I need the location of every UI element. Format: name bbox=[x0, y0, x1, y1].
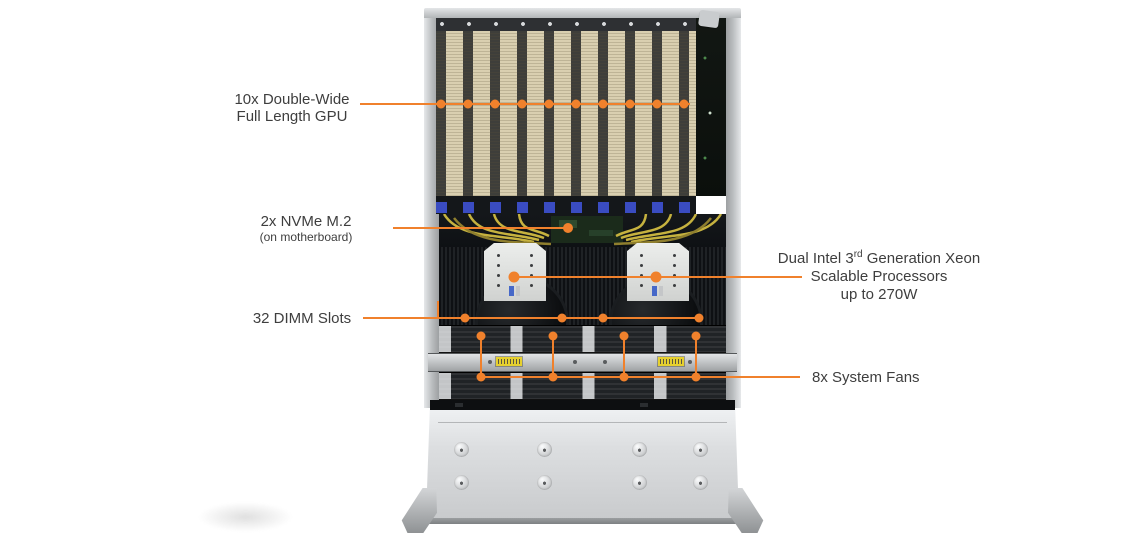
yellow-cables-right bbox=[613, 214, 723, 246]
callout-cpu-line2: Scalable Processors bbox=[810, 268, 948, 285]
bar-screw bbox=[688, 360, 692, 364]
panel-screw bbox=[693, 475, 708, 490]
callout-gpu-line1: 10x Double-Wide bbox=[234, 91, 350, 108]
warning-sticker bbox=[496, 357, 522, 366]
bar-screw bbox=[488, 360, 492, 364]
pcb-detail bbox=[589, 230, 613, 236]
chassis-bottom-edge bbox=[426, 518, 739, 524]
shroud-label bbox=[652, 286, 657, 296]
callout-nvme-line1: 2x NVMe M.2 bbox=[260, 213, 352, 230]
chassis-bottom-panel bbox=[426, 410, 739, 518]
shroud-vents bbox=[673, 254, 676, 287]
fan-row-top bbox=[439, 325, 726, 353]
callout-cpu-line1: Dual Intel 3rd Generation Xeon bbox=[777, 249, 981, 268]
chassis-divider bbox=[430, 400, 735, 410]
corner-bracket bbox=[697, 9, 721, 29]
warning-sticker bbox=[658, 357, 684, 366]
callout-fans-line1: 8x System Fans bbox=[812, 369, 920, 386]
gpu-power-connector-row bbox=[436, 196, 696, 214]
power-cable-area bbox=[439, 214, 726, 247]
shroud-vents bbox=[497, 254, 500, 287]
callout-gpu-label: 10x Double-Wide Full Length GPU bbox=[212, 91, 372, 125]
pcb-detail bbox=[559, 220, 577, 228]
yellow-cables-left bbox=[442, 214, 552, 246]
gpu-array bbox=[436, 18, 696, 196]
chassis-foot-left bbox=[401, 488, 437, 533]
callout-nvme-line2: (on motherboard) bbox=[259, 230, 353, 244]
callout-dimm-label: 32 DIMM Slots bbox=[232, 310, 372, 327]
fan-row-bottom bbox=[439, 372, 726, 400]
panel-screw bbox=[454, 442, 469, 457]
panel-screw bbox=[632, 475, 647, 490]
shroud-label bbox=[659, 286, 663, 296]
bar-screw bbox=[603, 360, 607, 364]
cpu-air-shroud-1 bbox=[484, 243, 546, 301]
callout-gpu-line2: Full Length GPU bbox=[236, 108, 348, 125]
gpu-bracket-screws bbox=[436, 18, 696, 31]
cable-art bbox=[442, 214, 723, 246]
chassis-foot-right bbox=[728, 488, 764, 533]
riser-pcb-strip bbox=[696, 18, 726, 196]
callout-fans-label: 8x System Fans bbox=[812, 369, 982, 386]
callout-dimm-line1: 32 DIMM Slots bbox=[252, 310, 352, 327]
panel-screw bbox=[454, 475, 469, 490]
panel-screw bbox=[693, 442, 708, 457]
chassis-left-rail bbox=[424, 18, 439, 408]
chassis-top-rail bbox=[424, 8, 741, 20]
bar-screw bbox=[573, 360, 577, 364]
cpu-air-shroud-2 bbox=[627, 243, 689, 301]
watermark-smudge bbox=[198, 502, 293, 532]
panel-screw bbox=[537, 475, 552, 490]
panel-screw bbox=[537, 442, 552, 457]
panel-screw bbox=[632, 442, 647, 457]
callout-cpu-label: Dual Intel 3rd Generation Xeon Scalable … bbox=[764, 250, 994, 304]
callout-nvme-label: 2x NVMe M.2 (on motherboard) bbox=[226, 213, 386, 245]
shroud-label bbox=[516, 286, 520, 296]
chassis-right-rail bbox=[726, 18, 741, 408]
shroud-vents bbox=[640, 254, 643, 287]
shroud-vents bbox=[530, 254, 533, 287]
callout-cpu-line3: up to 270W bbox=[840, 286, 918, 303]
shroud-label bbox=[509, 286, 514, 296]
